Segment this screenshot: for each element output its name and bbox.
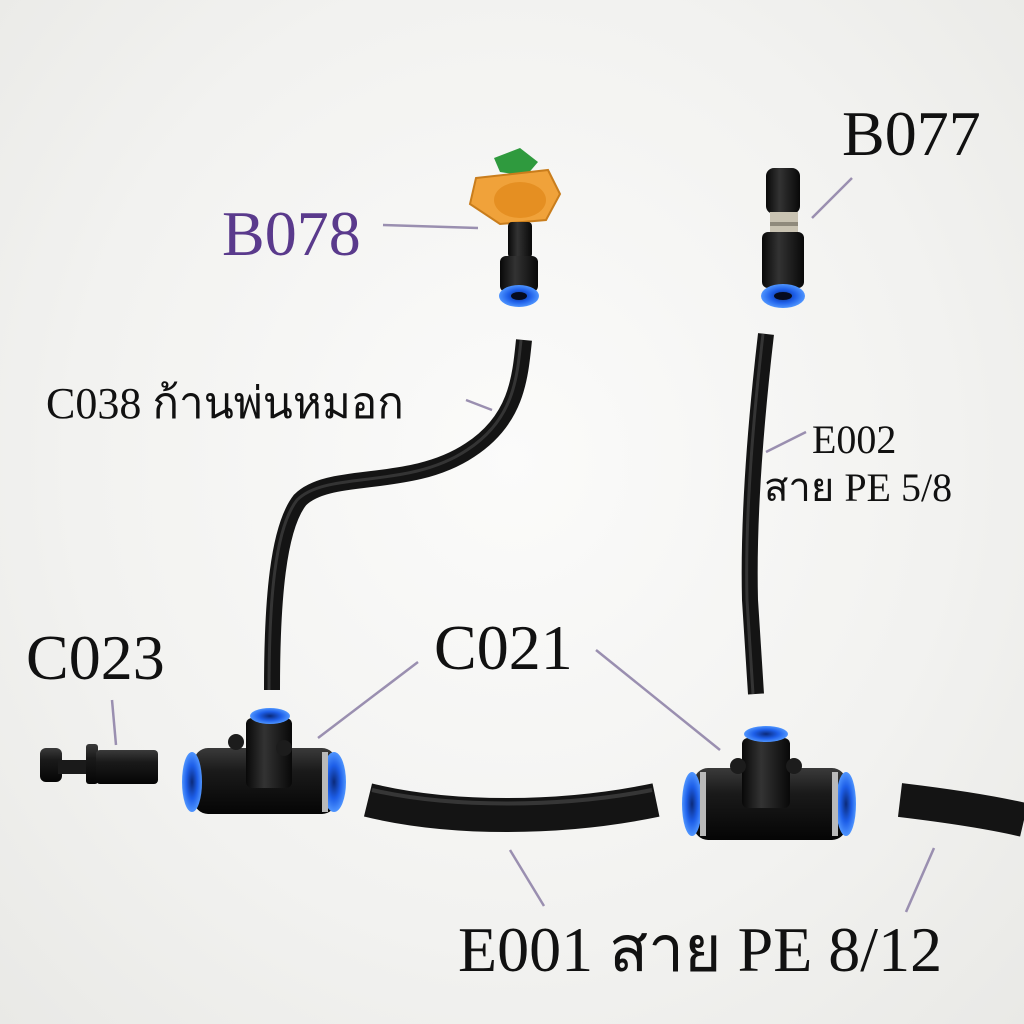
label-e002-desc: สาย PE 5/8 [764,465,953,510]
label-e002-code: E002 [812,417,897,462]
leader-e001-left [508,849,546,907]
leader-c023 [110,699,118,746]
c021-tee-right [682,726,856,840]
label-e001: E001 สาย PE 8/12 [458,914,943,985]
leader-e002 [765,430,807,454]
c023-plug [40,744,158,784]
leader-e001-right [904,847,936,913]
b078-nozzle [468,148,562,307]
leader-lines [110,177,936,913]
e001-tube-mid [363,783,660,832]
label-c038: C038 ก้านพ่นหมอก [46,379,404,428]
leader-c021-right [595,649,721,751]
label-c023: C023 [26,622,165,693]
c021-tee-left [182,708,346,814]
e001-tube-right [897,783,1024,837]
label-b078: B078 [222,198,361,269]
leader-c021-left [317,661,419,739]
leader-b078 [382,223,479,230]
e002-tube [741,333,774,695]
b077-nozzle [761,168,805,308]
label-b077: B077 [842,98,981,169]
label-c021: C021 [434,612,573,683]
leader-c038 [465,398,493,412]
leader-b077 [811,177,853,219]
